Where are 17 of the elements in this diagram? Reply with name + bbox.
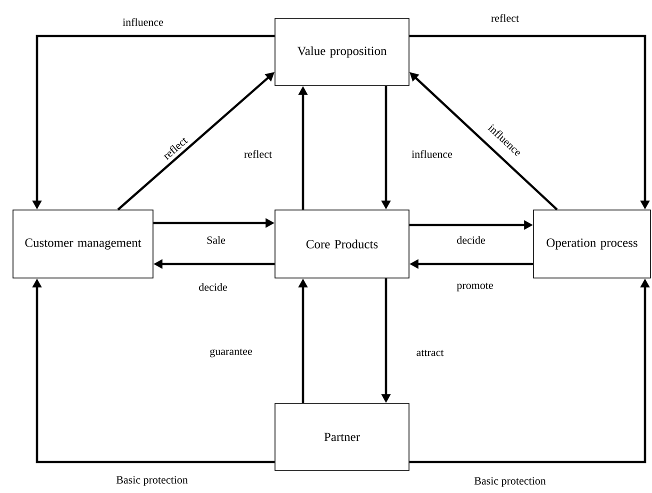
edge-label: Basic protection (474, 477, 546, 487)
process-box: Value proposition (274, 18, 410, 86)
edge-label: attract (416, 350, 444, 356)
process-box: Partner (274, 403, 410, 471)
edge-label: influence (122, 18, 164, 26)
process-box: Customer management (12, 210, 154, 278)
edge-label: decide (457, 236, 485, 244)
edge-label: Sale (207, 236, 226, 244)
edge-label: reflect (491, 14, 519, 22)
edge-label: reflect (244, 150, 272, 158)
edge-label: guarantee (210, 348, 252, 358)
process-box: Operation process (533, 210, 651, 278)
process-box: Core Products (274, 210, 410, 278)
edge-label: Basic protection (116, 476, 188, 486)
edge-label: decide (199, 283, 227, 291)
edge-label: influence (412, 150, 452, 158)
edge-label: promote (456, 282, 493, 292)
